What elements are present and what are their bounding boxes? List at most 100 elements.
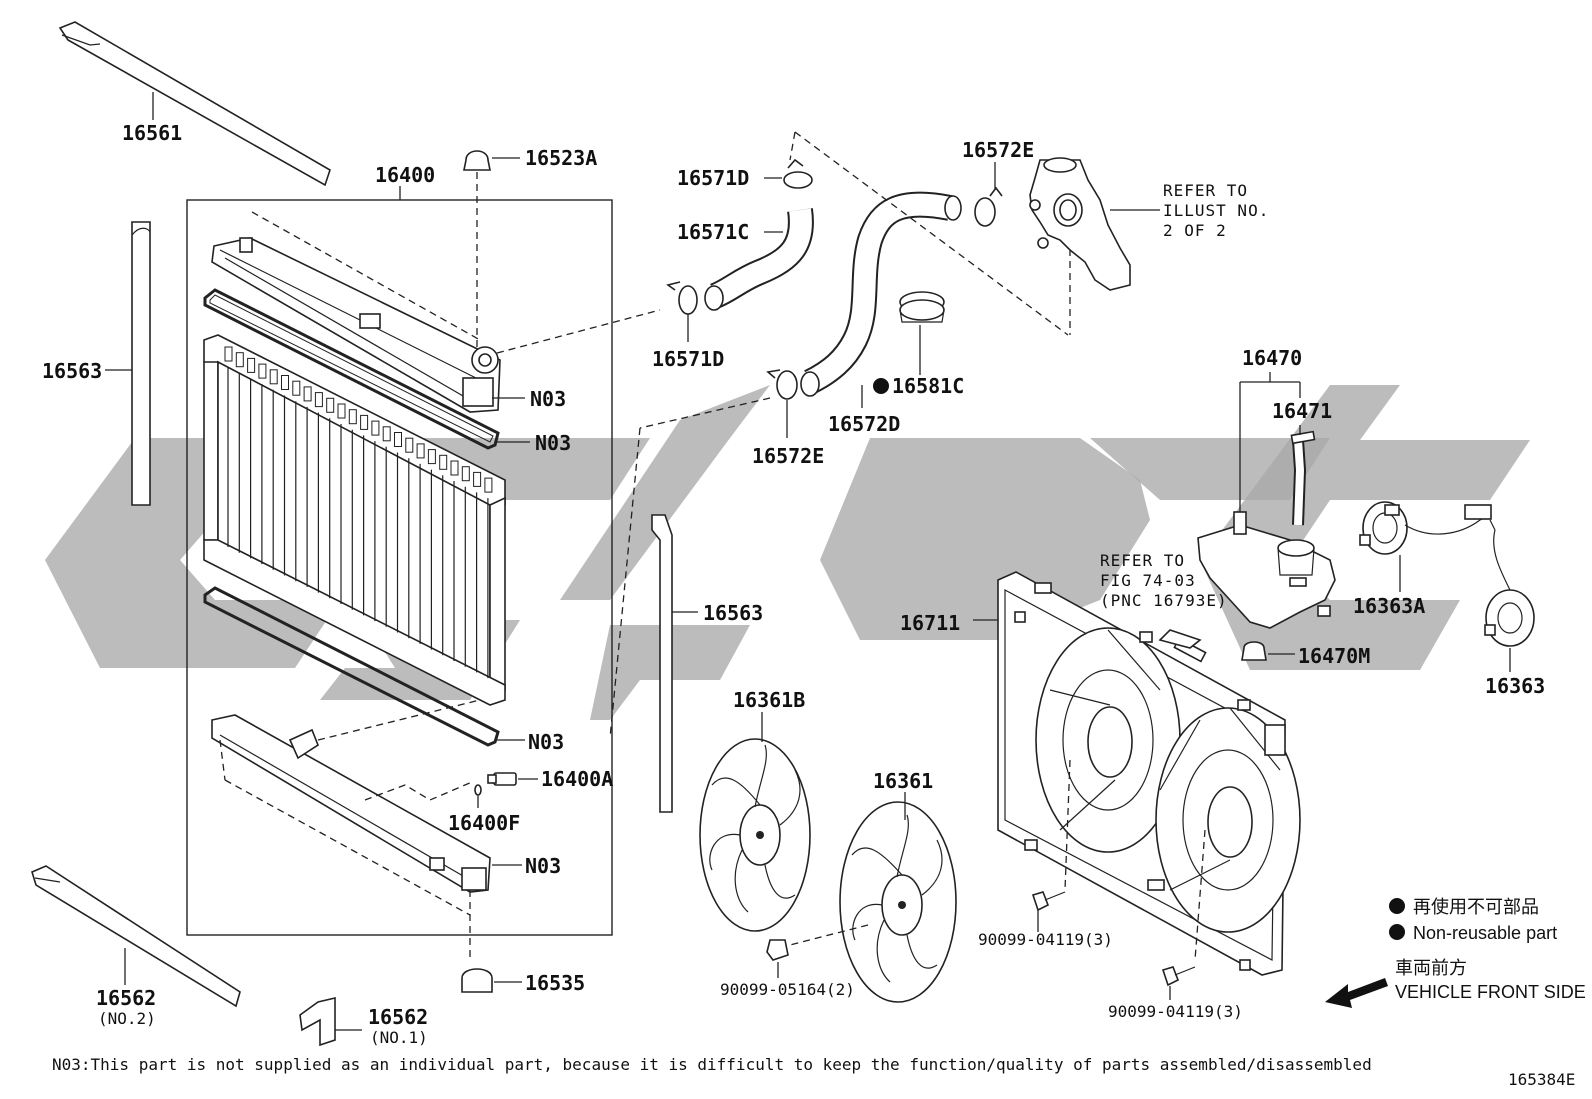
label-16523A: 16523A bbox=[525, 146, 597, 170]
label-n03-lower-gasket: N03 bbox=[528, 730, 564, 754]
label-16562-no2-sub: (NO.2) bbox=[98, 1009, 156, 1028]
reservoir-tank-16470 bbox=[1197, 372, 1336, 629]
core-fin-tab bbox=[235, 352, 244, 368]
footnote-n03: N03:This part is not supplied as an indi… bbox=[52, 1055, 1372, 1074]
hose-clamp-16571D-bottom bbox=[666, 281, 698, 342]
oring-16400F bbox=[474, 784, 482, 808]
support-bar-16562-no2 bbox=[31, 865, 241, 1008]
nut-90099-05164 bbox=[766, 939, 789, 978]
label-16563-left: 16563 bbox=[42, 359, 102, 383]
label-n03-upper-gasket: N03 bbox=[535, 431, 571, 455]
label-16400A: 16400A bbox=[541, 767, 613, 791]
legend-dot-en bbox=[1389, 924, 1405, 940]
core-fin-tab bbox=[450, 460, 459, 476]
label-16562-no2: 16562 bbox=[96, 986, 156, 1010]
core-fin-tab bbox=[281, 375, 289, 390]
cushion-16535 bbox=[461, 968, 522, 993]
hose-clamp-16572E-bottom bbox=[766, 369, 798, 438]
clamp-16581C bbox=[873, 291, 945, 394]
core-fin-tab bbox=[360, 414, 369, 430]
label-bolt-90099-04119-a: 90099-04119(3) bbox=[978, 930, 1113, 949]
core-fin-tab bbox=[416, 443, 425, 459]
label-nut-90099-05164: 90099-05164(2) bbox=[720, 980, 855, 999]
core-fin-tab bbox=[371, 420, 380, 436]
label-16571D-top: 16571D bbox=[677, 166, 749, 190]
label-16400F: 16400F bbox=[448, 811, 520, 835]
legend-nonreusable-en: Non-reusable part bbox=[1413, 923, 1557, 943]
hose-clamp-16572E-top bbox=[974, 162, 1003, 227]
core-fin-tab bbox=[461, 466, 470, 482]
label-16361: 16361 bbox=[873, 769, 933, 793]
seal-16563-left bbox=[105, 221, 151, 506]
refer-fig-note: REFER TO FIG 74-03 (PNC 16793E) bbox=[1100, 551, 1227, 649]
drain-cock-16400A bbox=[487, 772, 538, 786]
motor-16363A bbox=[1359, 501, 1492, 592]
core-fin-tab bbox=[292, 380, 301, 396]
cap-16470M bbox=[1241, 641, 1295, 661]
label-n03-lower-tank: N03 bbox=[525, 854, 561, 878]
label-16711: 16711 bbox=[900, 611, 960, 635]
label-n03-upper-tank: N03 bbox=[530, 387, 566, 411]
refer-illust-note: REFER TO ILLUST NO. 2 OF 2 bbox=[1163, 181, 1269, 240]
radiator-core bbox=[203, 334, 506, 706]
fan-shroud-16711 bbox=[973, 571, 1301, 976]
legend-nonreusable-jp: 再使用不可部品 bbox=[1413, 897, 1539, 917]
label-16571C: 16571C bbox=[677, 220, 749, 244]
label-16400: 16400 bbox=[375, 163, 435, 187]
core-fin-tab bbox=[314, 392, 323, 408]
label-16561: 16561 bbox=[122, 121, 182, 145]
gasket-lower bbox=[203, 586, 525, 747]
label-16361B: 16361B bbox=[733, 688, 805, 712]
refer-fig-line2: FIG 74-03 bbox=[1100, 571, 1196, 590]
label-16572E-bottom: 16572E bbox=[752, 444, 824, 468]
label-16562-no1-sub: (NO.1) bbox=[370, 1028, 428, 1047]
support-bar-16561 bbox=[58, 21, 331, 187]
core-fin-tab bbox=[394, 432, 402, 447]
legend-front-jp: 車両前方 bbox=[1395, 958, 1467, 978]
seal-16563-right bbox=[651, 514, 698, 813]
label-16363A: 16363A bbox=[1353, 594, 1425, 618]
label-16572D: 16572D bbox=[828, 412, 900, 436]
water-outlet-housing bbox=[1029, 157, 1160, 291]
hose-16572D bbox=[800, 191, 962, 408]
label-16363: 16363 bbox=[1485, 674, 1545, 698]
fan-16361B bbox=[699, 712, 811, 932]
core-fin-tab bbox=[427, 449, 436, 465]
label-16470M: 16470M bbox=[1298, 644, 1370, 668]
core-fin-tab bbox=[303, 386, 312, 402]
core-fin-tab bbox=[484, 477, 493, 493]
core-fin-tab bbox=[337, 403, 346, 419]
core-fin-tab bbox=[405, 437, 414, 453]
core-fin-tab bbox=[439, 454, 448, 470]
label-16470: 16470 bbox=[1242, 346, 1302, 370]
label-16562-no1: 16562 bbox=[368, 1005, 428, 1029]
core-fin-tab bbox=[258, 363, 267, 379]
core-fin-tab bbox=[326, 397, 335, 413]
legend-dot-jp bbox=[1389, 898, 1405, 914]
label-16471: 16471 bbox=[1272, 399, 1332, 423]
label-16572E-top: 16572E bbox=[962, 138, 1034, 162]
hose-16471 bbox=[1290, 425, 1316, 526]
label-bolt-90099-04119-b: 90099-04119(3) bbox=[1108, 1002, 1243, 1021]
label-16563-right: 16563 bbox=[703, 601, 763, 625]
core-fin-tab bbox=[348, 409, 357, 425]
core-fin-tab bbox=[269, 369, 278, 385]
radiator-lower-tank bbox=[211, 699, 522, 960]
bracket-16562-no1 bbox=[299, 996, 362, 1047]
label-16581C: 16581C bbox=[892, 374, 964, 398]
non-reusable-dot bbox=[873, 378, 889, 394]
refer-illust-line2: ILLUST NO. bbox=[1163, 201, 1269, 220]
core-fin-tab bbox=[473, 471, 482, 487]
bolt-90099-04119-a bbox=[1031, 891, 1066, 932]
core-fin-tab bbox=[247, 357, 256, 373]
motor-16363 bbox=[1484, 519, 1535, 672]
bolt-90099-04119-b bbox=[1161, 966, 1196, 1000]
cushion-16523A bbox=[463, 150, 520, 380]
legend-front-en: VEHICLE FRONT SIDE bbox=[1395, 982, 1586, 1002]
core-fin-tab bbox=[382, 426, 391, 442]
label-16571D-bottom: 16571D bbox=[652, 347, 724, 371]
refer-fig-line1: REFER TO bbox=[1100, 551, 1185, 570]
refer-illust-line1: REFER TO bbox=[1163, 181, 1248, 200]
label-16535: 16535 bbox=[525, 971, 585, 995]
